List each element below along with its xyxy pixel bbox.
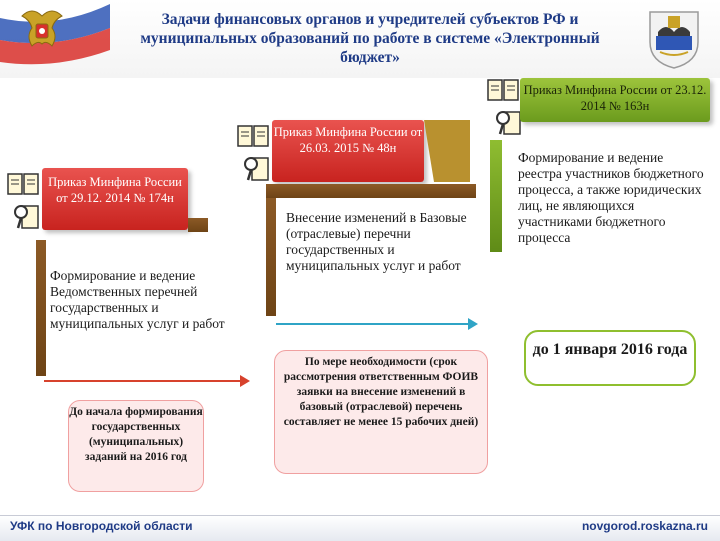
order-174n-label: Приказ Минфина России от 29.12. 2014 № 1… [48,175,182,205]
order-48n-label: Приказ Минфина России от 26.03. 2015 № 4… [273,125,423,155]
order-163n-box: Приказ Минфина России от 23.12. 2014 № 1… [520,78,710,122]
footer-website-link[interactable]: novgorod.roskazna.ru [581,519,708,533]
col2-deadline-label: По мере необходимости (срок рассмотрения… [283,356,479,428]
book-icon [6,170,40,200]
russian-flag-emblem-icon [0,0,110,78]
col2-arrow-head [468,318,478,330]
footer-organization: УФК по Новгородской области [10,519,193,533]
col3-deadline-box: до 1 января 2016 года [524,330,696,386]
document-magnifier-icon [242,154,272,184]
col2-top-bar [266,184,476,198]
col1-stem-bar [188,218,208,232]
footer-bar [0,515,720,541]
col1-task-text: Формирование и ведение Ведомственных пер… [50,268,225,331]
order-163n-label: Приказ Минфина России от 23.12. 2014 № 1… [523,83,707,113]
col2-task-text: Внесение изменений в Базовые (отраслевые… [286,210,467,273]
document-magnifier-icon [494,108,524,138]
col2-brown-bar [266,198,276,316]
document-magnifier-icon [12,202,42,232]
book-icon [236,122,270,152]
col1-brown-bar [36,240,46,376]
col3-green-bar [490,140,502,252]
header-bar [0,0,720,78]
col1-deadline-box: До начала формирования государственных (… [68,400,204,492]
col3-task-text: Формирование и ведение реестра участнико… [518,150,704,245]
novgorod-coat-of-arms-icon [646,8,702,70]
col1-arrow-head [240,375,250,387]
book-icon [486,76,520,106]
page-title: Задачи финансовых органов и учредителей … [140,11,600,66]
order-174n-box: Приказ Минфина России от 29.12. 2014 № 1… [42,168,188,230]
col2-timeline-arrow [276,323,472,325]
col1-timeline-arrow [44,380,244,382]
col2-deadline-box: По мере необходимости (срок рассмотрения… [274,350,488,474]
order-48n-box: Приказ Минфина России от 26.03. 2015 № 4… [272,120,424,182]
col1-deadline-label: До начала формирования государственных (… [69,406,203,463]
col2-diagonal-connector [424,120,470,182]
col3-deadline-label: до 1 января 2016 года [532,341,688,358]
